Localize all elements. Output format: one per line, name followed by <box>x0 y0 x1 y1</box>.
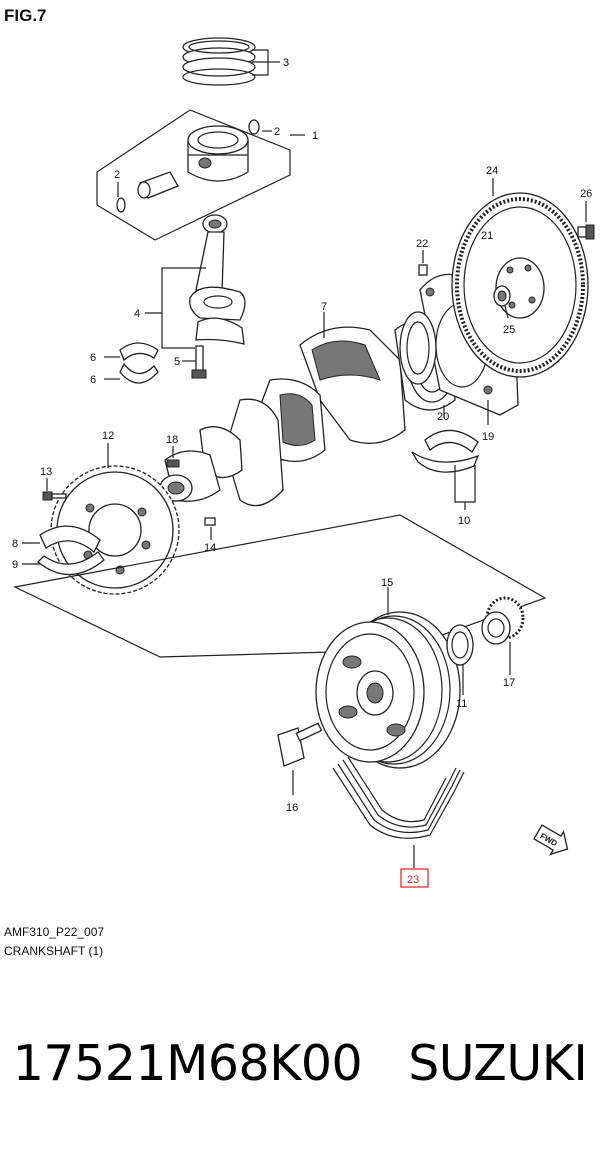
brand-name: SUZUKI <box>408 1035 588 1092</box>
pulley-bolt <box>277 722 323 767</box>
callout-20: 20 <box>437 411 449 423</box>
callout-18: 18 <box>166 434 178 446</box>
callout-1: 1 <box>312 130 318 142</box>
rear-oil-seal <box>399 311 437 385</box>
sprocket-bolt <box>42 491 67 501</box>
piston <box>187 125 249 182</box>
main-bearings-front <box>37 525 105 576</box>
diagram-caption: CRANKSHAFT (1) <box>4 944 104 958</box>
callout-16: 16 <box>286 802 298 814</box>
callout-13: 13 <box>40 466 52 478</box>
front-oil-seal <box>446 624 474 666</box>
dowel-pin <box>204 517 216 526</box>
callout-17: 17 <box>503 677 515 689</box>
callout-5: 5 <box>174 356 180 368</box>
piston-rings <box>182 37 256 86</box>
callout-21: 21 <box>481 230 493 242</box>
callout-2-pin: 2 <box>114 169 120 181</box>
callout-24: 24 <box>486 165 498 177</box>
callout-3: 3 <box>283 57 289 69</box>
callout-7: 7 <box>321 301 327 313</box>
pulley-group-outline <box>13 514 547 658</box>
callout-6-upper: 6 <box>90 352 96 364</box>
callout-22: 22 <box>416 238 428 250</box>
callout-26: 26 <box>580 188 592 200</box>
callout-15: 15 <box>381 577 393 589</box>
rod-bolt <box>191 345 207 379</box>
part-number: 17521M68K00 <box>12 1035 363 1092</box>
rod-bearings <box>119 342 159 384</box>
piston-group-outline <box>96 109 291 241</box>
callout-23: 23 <box>407 874 419 886</box>
figure-title: FIG.7 <box>4 6 47 25</box>
crank-timing-gear <box>481 596 525 645</box>
callout-10: 10 <box>458 515 470 527</box>
fwd-arrow-icon: FWD <box>533 824 569 856</box>
connecting-rod <box>189 214 246 345</box>
leader-3 <box>252 49 269 76</box>
part-banner: 17521M68K00 SUZUKI <box>0 1035 600 1092</box>
v-ribbed-belt <box>332 756 465 839</box>
callout-14: 14 <box>204 542 216 554</box>
callout-4: 4 <box>134 308 140 320</box>
callout-8: 8 <box>12 538 18 550</box>
leader-10 <box>454 465 476 510</box>
callout-9: 9 <box>12 559 18 571</box>
callout-6-lower: 6 <box>90 374 96 386</box>
woodruff-key <box>166 459 180 468</box>
callout-12: 12 <box>102 430 114 442</box>
main-bearings-rear <box>411 429 480 473</box>
diagram-code: AMF310_P22_007 <box>4 925 105 939</box>
highlight-box-23 <box>400 868 429 888</box>
flywheel <box>451 192 589 378</box>
callout-11: 11 <box>456 698 467 710</box>
piston-pin <box>116 119 260 213</box>
flywheel-bolt <box>577 224 595 240</box>
callout-25: 25 <box>503 324 515 336</box>
dowel-22 <box>418 264 428 276</box>
callout-19: 19 <box>482 431 494 443</box>
leader-4 <box>161 267 206 349</box>
callout-2-clip: 2 <box>274 126 280 138</box>
crankshaft-pulley <box>315 611 461 769</box>
